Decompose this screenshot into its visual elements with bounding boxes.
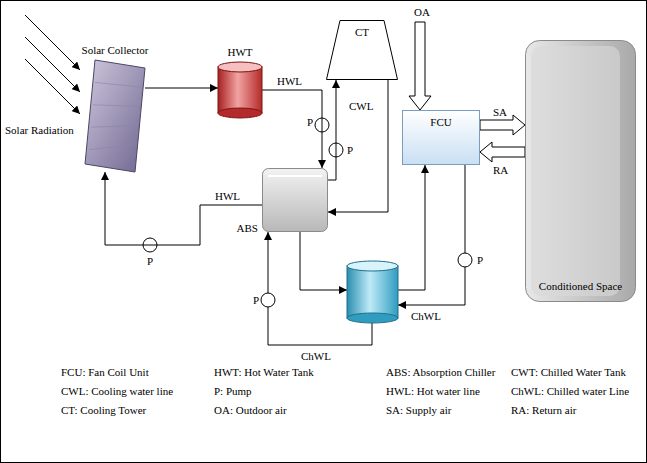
node-label: ABS <box>237 222 258 235</box>
tower-outline <box>327 21 398 80</box>
line-label: HWL <box>214 190 241 203</box>
absorption-chiller: ABS <box>262 168 328 232</box>
line-label: ChWL <box>410 310 442 323</box>
chiller-body <box>263 169 328 232</box>
line-label: CWL <box>348 100 374 113</box>
tank-body <box>218 67 262 113</box>
fan-coil-unit: FCU <box>402 110 480 165</box>
legend-text: ABS: Absorption Chiller <box>385 366 496 379</box>
conditioned-space: Conditioned Space <box>525 40 636 302</box>
pipe-line <box>328 80 388 212</box>
pump-symbol <box>261 293 275 307</box>
collector-grid <box>93 105 139 107</box>
solar-rays <box>25 15 80 114</box>
node-shape <box>262 168 328 232</box>
pipe-line <box>145 88 218 89</box>
ray <box>25 37 80 92</box>
node-label: Conditioned Space <box>539 280 622 293</box>
pump-symbol <box>458 253 472 267</box>
tank-bottom <box>347 313 398 323</box>
legend-text: SA: Supply air <box>385 404 452 417</box>
node-shape <box>218 62 262 118</box>
tank-top <box>347 261 398 271</box>
node-shape <box>85 60 145 172</box>
collector-grid <box>91 126 137 128</box>
line-label: SA <box>492 106 508 119</box>
legend-text: FCU: Fan Coil Unit <box>60 366 150 379</box>
air-flow-arrow <box>480 142 525 162</box>
pump-label: P <box>252 294 260 307</box>
tank-top <box>218 62 262 72</box>
node-shape <box>525 40 636 302</box>
pipe <box>398 165 425 290</box>
tank-bottom <box>218 108 262 118</box>
line-label: HWL <box>276 75 303 88</box>
legend-text: RA: Return air <box>510 404 577 417</box>
node-label: FCU <box>430 116 451 129</box>
tank-body <box>347 266 398 318</box>
node-label: HWT <box>227 46 252 59</box>
pipe-line <box>262 90 322 168</box>
node-label: Solar Collector <box>82 44 149 57</box>
pump-label: P <box>306 116 314 129</box>
legend-text: CWL: Cooling water line <box>60 385 174 398</box>
outdoor-air-arrow <box>409 22 431 110</box>
line-label: RA <box>492 164 509 177</box>
legend-text: ChWL: Chilled water Line <box>510 385 630 398</box>
ray <box>25 59 80 114</box>
space-body <box>526 41 636 302</box>
solar-collector: Solar Collector <box>85 60 145 172</box>
legend-text: P: Pump <box>213 385 253 398</box>
node-label: CT <box>355 26 369 39</box>
collector-grid <box>89 145 135 150</box>
legend-text: CT: Cooling Tower <box>60 404 147 417</box>
pipe-line <box>105 172 262 245</box>
line-label: OA <box>413 6 431 19</box>
line-label: Solar Radiation <box>4 124 75 137</box>
chilled-water-tank <box>347 261 398 323</box>
pump-label: P <box>146 255 154 268</box>
legend-text: HWT: Hot Water Tank <box>213 366 315 379</box>
collector-panel <box>85 60 145 172</box>
pipe-line <box>328 80 336 180</box>
hot-water-tank: HWT <box>218 62 262 118</box>
legend-text: HWL: Hot water line <box>385 385 481 398</box>
chiller-edge <box>268 175 322 177</box>
line-label: ChWL <box>300 350 332 363</box>
pump-label: P <box>346 144 354 157</box>
pipe <box>300 232 347 290</box>
fcu-body <box>403 111 480 165</box>
cooling-tower: CT <box>326 20 398 80</box>
legend-text: OA: Outdoor air <box>213 404 288 417</box>
pump-label: P <box>476 254 484 267</box>
space-face <box>531 46 620 296</box>
ray <box>25 15 80 70</box>
collector-grid <box>95 82 141 87</box>
legend-text: CWT: Chilled Water Tank <box>510 366 627 379</box>
pipe <box>398 165 465 305</box>
